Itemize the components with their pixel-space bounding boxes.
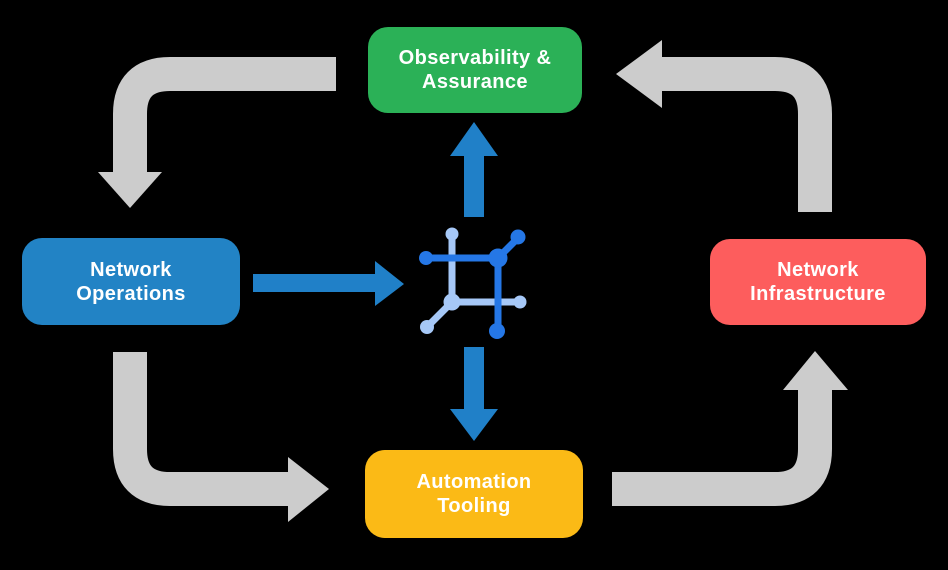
cycle-arrows [98,40,848,522]
flow-arrow-center-to-autotool [450,347,498,441]
flow-arrow-netops-to-center [253,261,404,306]
node-label-automation-tooling: Automation Tooling [416,471,532,517]
arrow-shaft [660,57,832,212]
arrow-shaft [113,57,336,174]
arrow-head-down-icon [98,172,162,208]
node-label-network-operations: Network Operations [76,258,186,305]
icon-node [419,251,433,265]
flow-arrow-center-to-observability [450,122,498,217]
arrow-head-right-icon [288,457,329,522]
arrow-shaft [464,154,484,217]
network-automation-icon [419,227,527,339]
node-box-network-infrastructure: Network Infrastructure [710,239,926,325]
arrow-shaft [113,352,290,506]
arrow-head-up-icon [450,122,498,156]
icon-node [420,320,434,334]
arrow-shaft [464,347,484,410]
cycle-arrow-netops-to-autotool [113,352,329,522]
cycle-arrow-observability-to-netops [98,57,336,208]
node-box-observability-assurance: Observability & Assurance [368,27,582,113]
cycle-arrow-autotool-to-netinfra [612,351,848,506]
icon-node [488,248,508,268]
arrow-shaft [253,274,375,292]
arrow-head-up-icon [783,351,848,390]
node-box-network-operations: Network Operations [22,238,240,325]
icon-node [489,323,505,339]
arrow-head-left-icon [616,40,662,108]
icon-node [510,229,526,245]
icon-node [443,293,461,311]
arrow-head-right-icon [375,261,404,306]
node-label-network-infrastructure: Network Infrastructure [750,259,886,305]
icon-primary-part [419,229,526,339]
icon-node [513,295,527,309]
node-box-automation-tooling: Automation Tooling [365,450,583,538]
node-label-observability-assurance: Observability & Assurance [398,47,552,93]
flow-arrows [253,122,498,441]
cycle-arrow-netinfra-to-observability [616,40,832,212]
icon-node [445,227,459,241]
icon-light-part [420,227,527,334]
arrow-head-down-icon [450,409,498,441]
arrow-shaft [612,390,832,506]
